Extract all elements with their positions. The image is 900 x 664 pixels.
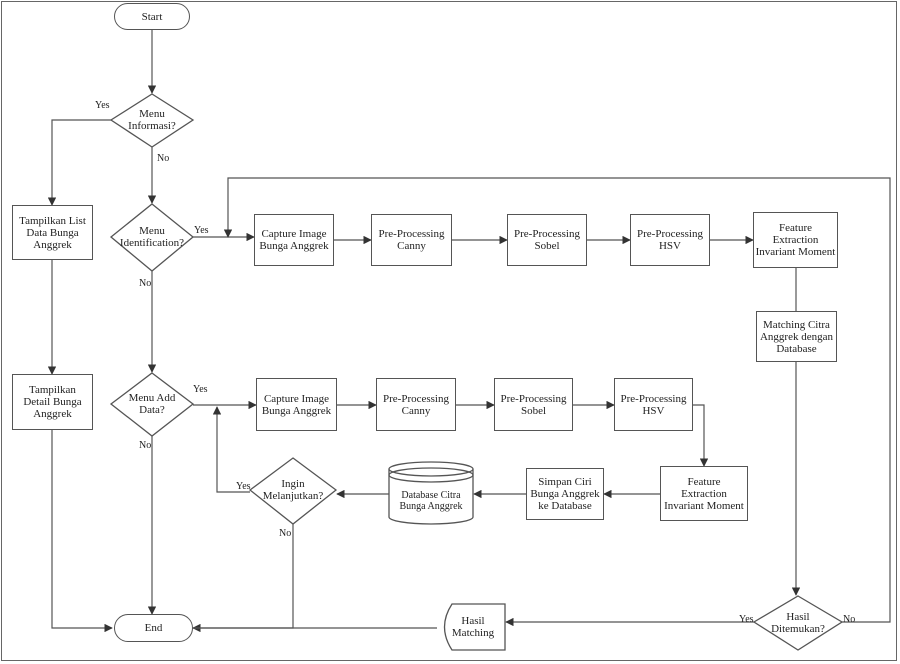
hasil-matching-text: Hasil Matching <box>451 615 495 639</box>
ingin-melanjutkan-text: Ingin Melanjutkan? <box>262 478 324 502</box>
edge-informasi-yes <box>47 119 111 206</box>
decision-hasil-ditemukan <box>752 595 844 651</box>
sobel-box-2: Pre-Processing Sobel <box>494 378 573 431</box>
label-adddata-yes: Yes <box>193 384 208 395</box>
capture-image-box-1: Capture Image Bunga Anggrek <box>254 214 334 266</box>
canny-box-1: Pre-Processing Canny <box>371 214 452 266</box>
sobel-box-1: Pre-Processing Sobel <box>507 214 587 266</box>
label-ditemukan-no: No <box>843 614 856 625</box>
label-identification-yes: Yes <box>194 225 209 236</box>
label-ingin-yes: Yes <box>236 481 251 492</box>
edge-detail-end <box>51 430 113 633</box>
feature-extraction-box-2: Feature Extraction Invariant Moment <box>660 466 748 521</box>
database-cylinder-ring <box>388 467 474 483</box>
display-hasil-matching <box>443 603 506 651</box>
matching-citra-box: Matching Citra Anggrek dengan Database <box>756 311 837 362</box>
label-ingin-no: No <box>279 528 292 539</box>
menu-informasi-text: Menu Informasi? <box>128 108 176 132</box>
simpan-ciri-box: Simpan Ciri Bunga Anggrek ke Database <box>526 468 604 520</box>
edge-ingin-no <box>194 524 294 629</box>
label-identification-no: No <box>139 278 152 289</box>
label-informasi-no: No <box>157 153 170 164</box>
edge-hsv2-feature2 <box>693 404 709 467</box>
hsv-box-2: Pre-Processing HSV <box>614 378 693 431</box>
canny-box-2: Pre-Processing Canny <box>376 378 456 431</box>
end-terminator: End <box>114 614 193 642</box>
label-informasi-yes: Yes <box>95 100 110 111</box>
hsv-box-1: Pre-Processing HSV <box>630 214 710 266</box>
tampilkan-list-box: Tampilkan List Data Bunga Anggrek <box>12 205 93 260</box>
database-cylinder <box>388 469 474 525</box>
database-cylinder-top <box>388 461 474 477</box>
label-adddata-no: No <box>139 440 152 451</box>
hasil-ditemukan-text: Hasil Ditemukan? <box>771 611 825 635</box>
edge-ingin-yes <box>212 406 250 493</box>
capture-image-box-2: Capture Image Bunga Anggrek <box>256 378 337 431</box>
edge-ditemukan-no-loop <box>223 177 891 623</box>
feature-extraction-box-1: Feature Extraction Invariant Moment <box>753 212 838 268</box>
start-terminator: Start <box>114 3 190 30</box>
menu-add-data-text: Menu Add Data? <box>128 392 176 416</box>
label-ditemukan-yes: Yes <box>739 614 754 625</box>
menu-identification-text: Menu Identification? <box>119 225 185 249</box>
tampilkan-detail-box: Tampilkan Detail Bunga Anggrek <box>12 374 93 430</box>
database-text: Database Citra Bunga Anggrek <box>399 490 463 512</box>
